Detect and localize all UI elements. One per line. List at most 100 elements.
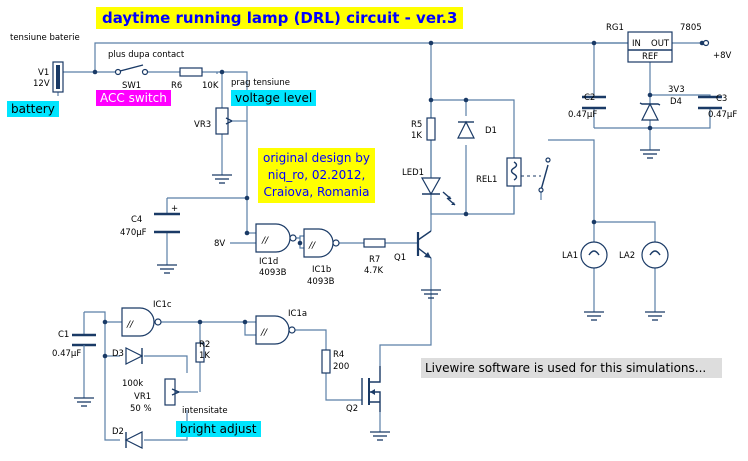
- resistor-r6: [179, 67, 203, 77]
- label-8v: 8V: [214, 239, 225, 249]
- lamp-la2: [641, 241, 669, 269]
- label-r2: R2: [199, 340, 210, 350]
- junction: [197, 319, 203, 325]
- label-r7: R7: [369, 255, 380, 265]
- junction: [244, 195, 250, 201]
- label-prag-tensiune: prag tensiune: [231, 78, 290, 88]
- label-r7-value: 4.7K: [364, 266, 384, 276]
- junction: [428, 40, 434, 46]
- ground-symbol: [212, 174, 232, 184]
- label-q1: Q1: [394, 253, 406, 263]
- label-reg-in: IN: [632, 39, 641, 49]
- label-r4: R4: [333, 350, 344, 360]
- tag-acc-switch: ACC switch: [96, 90, 171, 106]
- label-d2: D2: [112, 427, 124, 437]
- label-plus-dupa-contact: plus dupa contact: [108, 50, 185, 60]
- junction: [647, 92, 653, 98]
- label-ic1b: IC1b: [312, 265, 331, 275]
- tag-bright-adjust: bright adjust: [176, 421, 261, 437]
- label-plus8v: +8V: [713, 51, 732, 61]
- credit-line: niq_ro, 02.2012,: [267, 168, 366, 182]
- label-r5: R5: [411, 120, 422, 130]
- label-ic1c: IC1c: [153, 300, 172, 310]
- label-c4: C4: [131, 215, 142, 225]
- switch-sw1[interactable]: [114, 64, 149, 76]
- junction: [428, 97, 434, 103]
- svg-text://: //: [260, 328, 268, 338]
- junction: [102, 319, 108, 325]
- junction: [102, 353, 108, 359]
- label-d4-value: 3V3: [668, 85, 685, 95]
- label-reg-out: OUT: [651, 39, 670, 49]
- label-c1-value: 0.47µF: [52, 349, 81, 359]
- regulator-rg1: [627, 31, 673, 63]
- potentiometer-vr1[interactable]: [164, 378, 180, 406]
- component-labels: tensiune baterie V1 12V plus dupa contac…: [10, 23, 737, 437]
- label-la1: LA1: [562, 251, 578, 261]
- label-reg-ref: REF: [642, 52, 658, 62]
- junction: [591, 219, 597, 225]
- resistor-r5: [426, 117, 436, 141]
- label-ic1d-part: 4093B: [259, 268, 287, 278]
- label-r4-value: 200: [333, 362, 349, 372]
- label-c2: C2: [584, 93, 595, 103]
- led-led1: [420, 177, 456, 206]
- ground-symbol: [584, 311, 604, 321]
- capacitor-c1: [72, 333, 96, 352]
- junction: [297, 240, 303, 246]
- simulation-note: Livewire software is used for this simul…: [421, 358, 722, 378]
- lamp-la1: [580, 241, 608, 269]
- junction: [242, 319, 248, 325]
- diode-d1: [457, 120, 475, 139]
- diode-d3: [125, 347, 144, 365]
- label-d3: D3: [112, 349, 124, 359]
- ground-symbol: [157, 264, 177, 274]
- label-d4: D4: [670, 97, 682, 107]
- label-ic1a: IC1a: [288, 309, 307, 319]
- label-c4-value: 470µF: [120, 228, 147, 238]
- tag-battery: battery: [7, 101, 59, 117]
- relay-rel1: [506, 157, 551, 193]
- label-vr3: VR3: [194, 120, 211, 130]
- ground-symbol: [640, 149, 660, 159]
- credit-line: original design by: [263, 151, 371, 165]
- label-r5-value: 1K: [411, 131, 422, 141]
- label-c3: C3: [716, 94, 727, 104]
- resistor-r2: [195, 342, 205, 363]
- capacitor-c3: [698, 95, 722, 110]
- battery-v1[interactable]: [52, 61, 64, 93]
- label-q2: Q2: [346, 404, 358, 414]
- ground-symbol: [370, 431, 390, 441]
- junction: [219, 69, 225, 75]
- label-sw1: SW1: [122, 81, 141, 91]
- label-v1-value: 12V: [33, 79, 50, 89]
- label-r6: R6: [171, 81, 182, 91]
- label-vr1-value: 100k: [122, 379, 143, 389]
- potentiometer-vr3[interactable]: [215, 107, 233, 135]
- label-ic1d: IC1d: [259, 257, 278, 267]
- terminal-plus8v: [702, 39, 710, 47]
- capacitor-c4: [154, 212, 180, 234]
- junction: [92, 69, 98, 75]
- label-rel1: REL1: [476, 175, 497, 185]
- label-vr1-percent: 50 %: [130, 404, 152, 414]
- zener-d4: [639, 102, 661, 121]
- label-v1: V1: [38, 68, 49, 78]
- junction: [463, 211, 469, 217]
- label-r6-value: 10K: [202, 81, 219, 91]
- svg-text://: //: [261, 236, 269, 246]
- nand-gate-ic1b: //: [303, 228, 340, 258]
- wires: [57, 42, 711, 441]
- junction: [244, 230, 250, 236]
- label-7805: 7805: [680, 23, 702, 33]
- nand-gate-ic1d: //: [255, 223, 297, 253]
- mosfet-q2: [361, 366, 381, 412]
- label-c1: C1: [58, 330, 69, 340]
- label-tensiune-baterie: tensiune baterie: [10, 33, 80, 43]
- label-c4-plus: +: [171, 204, 178, 214]
- ground-symbol: [645, 311, 665, 321]
- credit-line: Craiova, Romania: [263, 185, 370, 199]
- ground-symbols: [74, 149, 665, 441]
- nand-gate-ic1c: //: [121, 307, 162, 337]
